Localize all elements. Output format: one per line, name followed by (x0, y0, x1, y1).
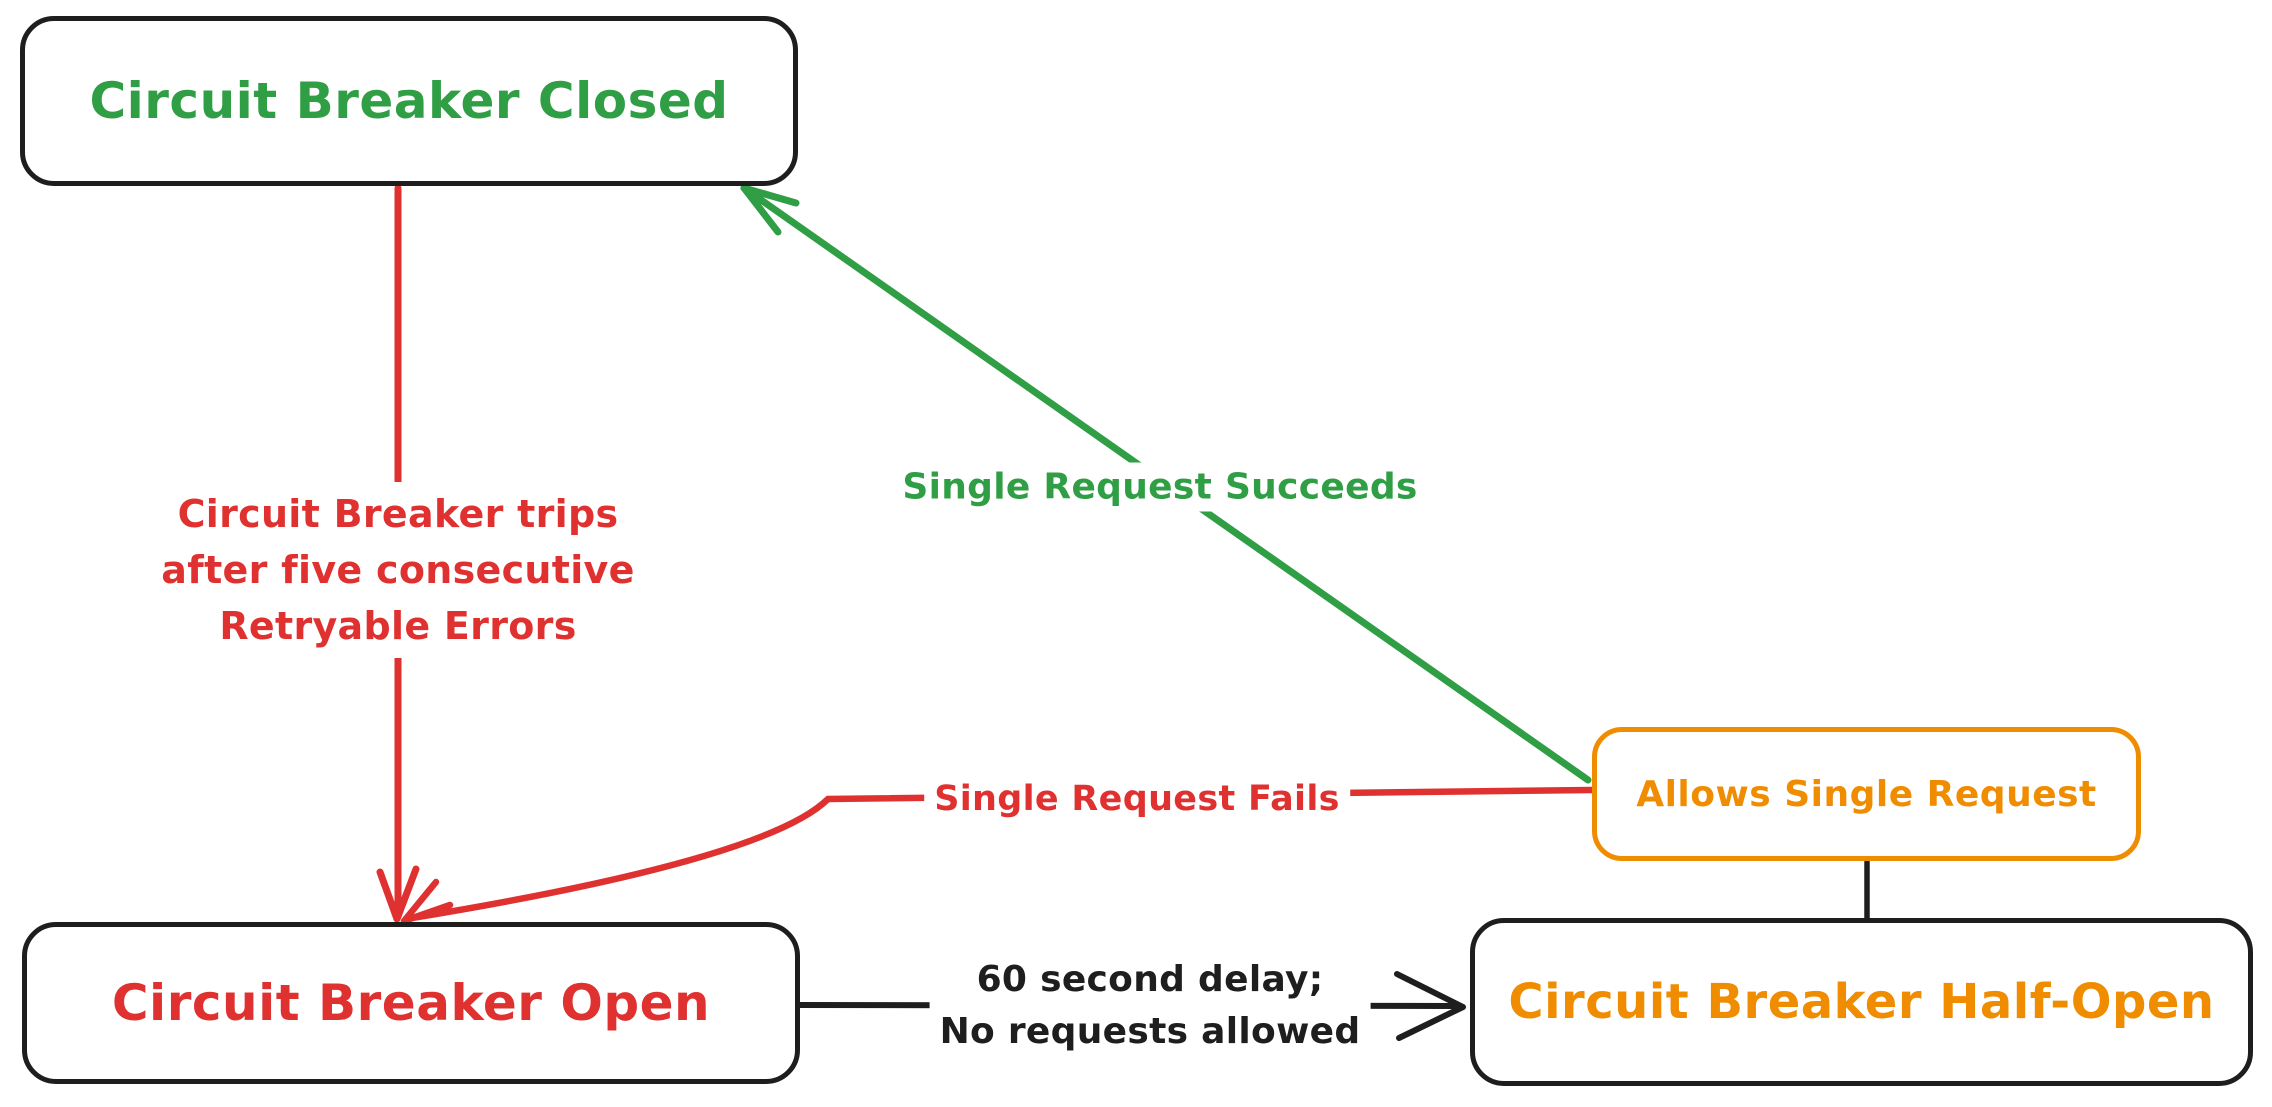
edge-label-succeeds: Single Request Succeeds (892, 462, 1428, 512)
edge-label-trips: Circuit Breaker trips after five consecu… (151, 482, 645, 658)
edge-label-trips-line2: after five consecutive (161, 548, 635, 592)
edge-label-fails: Single Request Fails (924, 775, 1350, 823)
edge-label-delay-line2: No requests allowed (939, 1011, 1361, 1052)
state-open-label: Circuit Breaker Open (111, 974, 711, 1032)
edge-label-trips-line1: Circuit Breaker trips (177, 492, 619, 536)
arrow-succeeds-arrowhead (740, 184, 800, 236)
arrow-trips-arrowhead (376, 865, 420, 923)
state-closed-label: Circuit Breaker Closed (89, 72, 729, 130)
edge-label-trips-line3: Retryable Errors (219, 604, 577, 648)
arrow-fails (400, 786, 1596, 925)
arrow-delay-arrowhead (1394, 971, 1466, 1041)
state-closed-box: Circuit Breaker Closed (20, 16, 798, 186)
state-half-open-box: Circuit Breaker Half-Open (1470, 918, 2253, 1086)
allows-single-request-box: Allows Single Request (1592, 727, 2141, 861)
allows-single-request-label: Allows Single Request (1636, 773, 2097, 815)
state-open-box: Circuit Breaker Open (22, 922, 800, 1084)
edge-label-delay: 60 second delay; No requests allowed (929, 950, 1371, 1062)
arrow-fails-arrowhead (400, 878, 454, 925)
state-half-open-label: Circuit Breaker Half-Open (1508, 974, 2215, 1030)
edge-label-delay-line1: 60 second delay; (976, 959, 1324, 1000)
arrow-fails-shaft (408, 786, 1596, 922)
